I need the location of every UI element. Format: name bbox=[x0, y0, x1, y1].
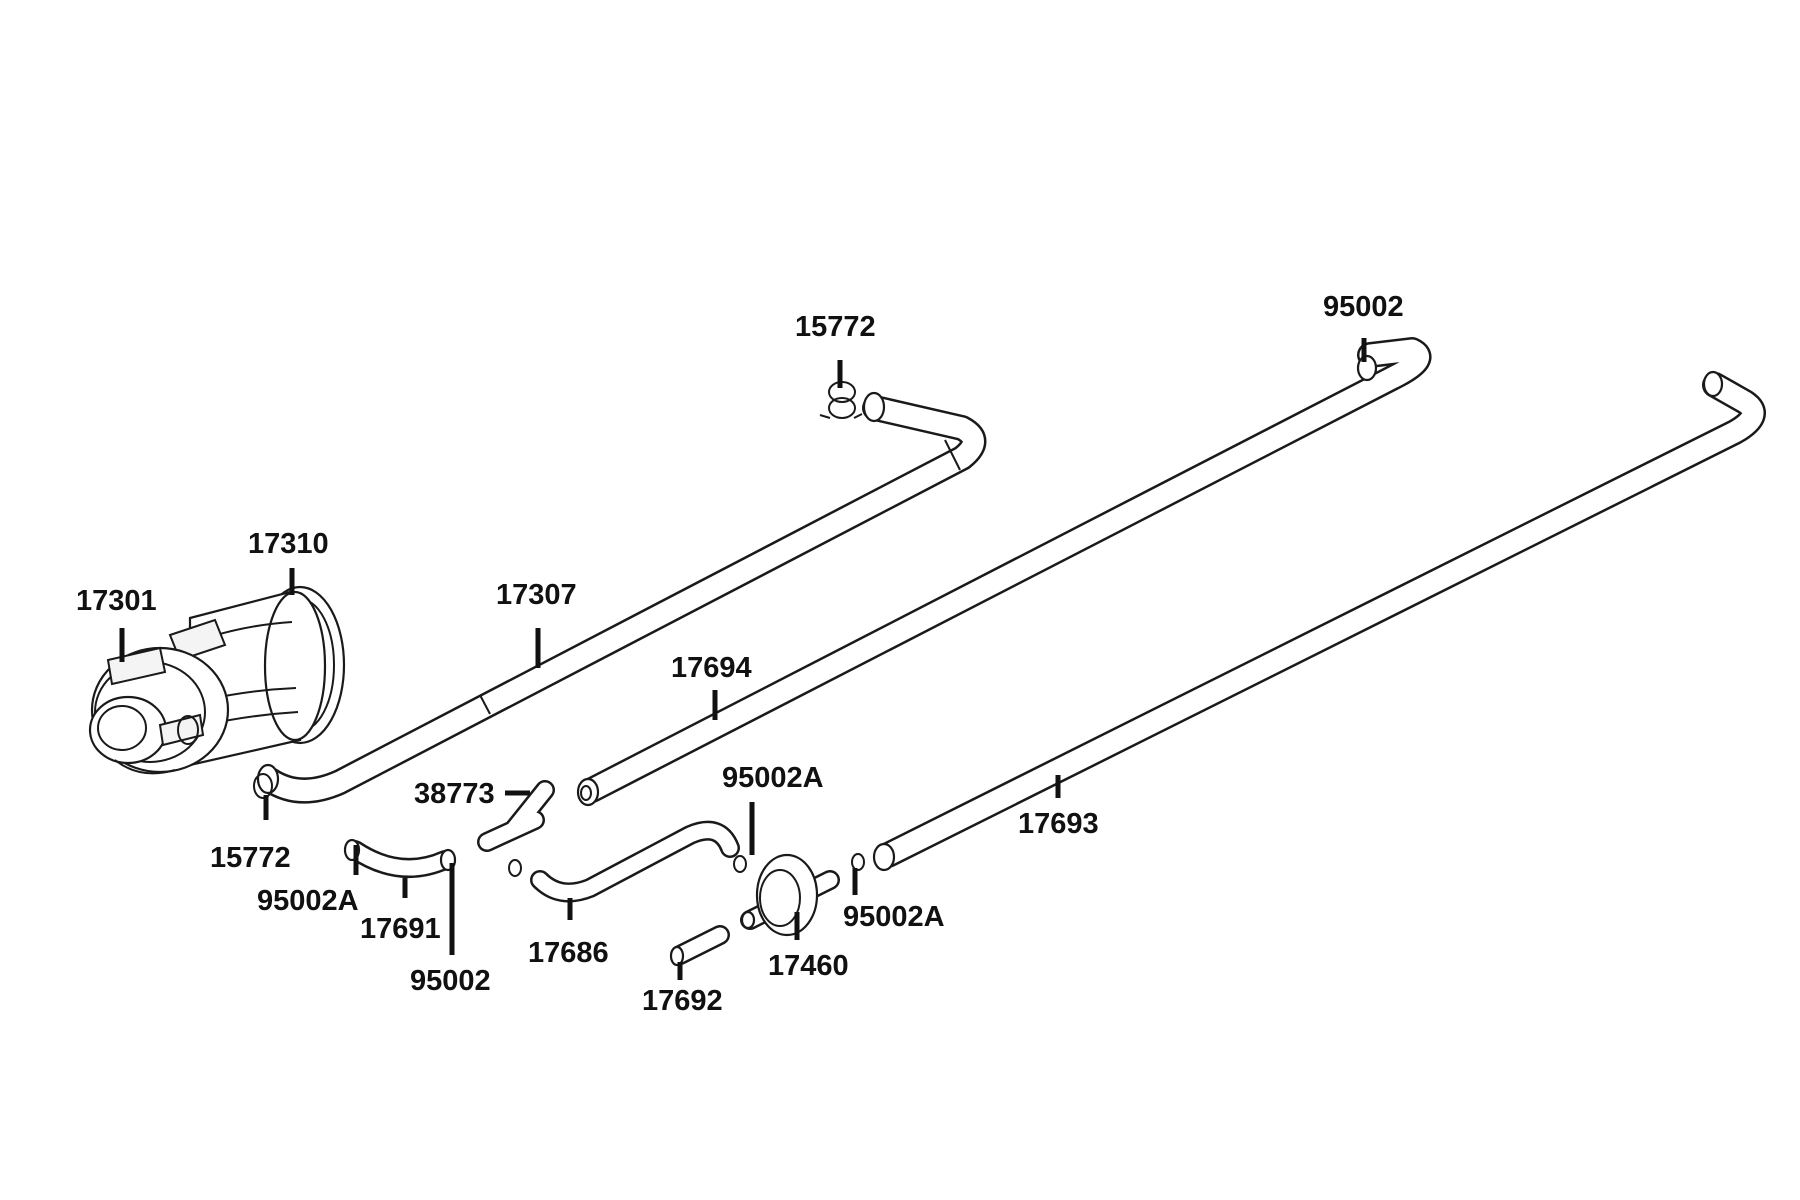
callout-17307[interactable]: 17307 bbox=[496, 579, 577, 611]
callout-15772-top[interactable]: 15772 bbox=[795, 311, 876, 343]
callout-17692[interactable]: 17692 bbox=[642, 985, 723, 1017]
callout-17301[interactable]: 17301 bbox=[76, 585, 157, 617]
y-fitting-38773[interactable] bbox=[477, 780, 555, 852]
valve-17460[interactable] bbox=[733, 853, 865, 937]
callout-17460[interactable]: 17460 bbox=[768, 950, 849, 982]
hose-17686[interactable] bbox=[508, 820, 740, 903]
leader-lines bbox=[119, 338, 1367, 980]
callout-17691[interactable]: 17691 bbox=[360, 913, 441, 945]
callout-17686[interactable]: 17686 bbox=[528, 937, 609, 969]
callout-38773[interactable]: 38773 bbox=[414, 778, 495, 810]
clamp-15772-bottom[interactable] bbox=[253, 773, 273, 799]
clamp-15772-top[interactable] bbox=[819, 381, 863, 419]
hose-17307[interactable] bbox=[256, 391, 987, 804]
hose-17692[interactable] bbox=[669, 925, 730, 967]
clamp-95002-top[interactable] bbox=[1356, 354, 1378, 382]
callout-17694[interactable]: 17694 bbox=[671, 652, 752, 684]
callout-95002A-left[interactable]: 95002A bbox=[257, 885, 359, 917]
callout-95002-top[interactable]: 95002 bbox=[1323, 291, 1404, 323]
callout-17693[interactable]: 17693 bbox=[1018, 808, 1099, 840]
hose-17691[interactable] bbox=[343, 838, 457, 878]
hose-17694[interactable] bbox=[576, 337, 1432, 807]
hose-17693[interactable] bbox=[872, 370, 1766, 872]
callout-95002A-right[interactable]: 95002A bbox=[843, 901, 945, 933]
callout-15772-bottom[interactable]: 15772 bbox=[210, 842, 291, 874]
callout-labels: 17301 17310 17307 15772 15772 95002 1769… bbox=[76, 291, 1404, 1017]
callout-95002A-mid[interactable]: 95002A bbox=[722, 762, 824, 794]
callout-95002-bottom[interactable]: 95002 bbox=[410, 965, 491, 997]
callout-17310[interactable]: 17310 bbox=[248, 528, 329, 560]
canister-assembly[interactable] bbox=[88, 585, 346, 775]
